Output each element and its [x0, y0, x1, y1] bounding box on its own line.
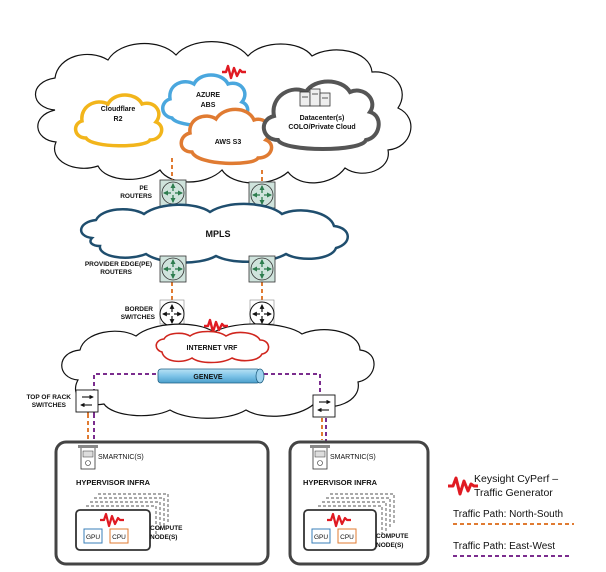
datacenter-label: Datacenter(s) — [300, 115, 345, 122]
gpu-chip-left: GPU — [83, 528, 103, 544]
azure-label: AZURE — [196, 92, 220, 99]
cpu-chip-right: CPU — [337, 528, 357, 544]
tor-switch-left — [75, 389, 99, 413]
smartnic-icon — [78, 445, 98, 470]
hypervisor-label: HYPERVISOR INFRA — [303, 478, 378, 487]
pe-router-right — [248, 181, 276, 209]
cpu-chip-left: CPU — [109, 528, 129, 544]
internet-vrf-label: INTERNET VRF — [187, 345, 239, 352]
smartnic-icon — [310, 445, 330, 470]
cpu-label-right: CPU — [340, 534, 354, 541]
server-rack-icon — [299, 88, 331, 107]
datacenter-sub-label: COLO/Private Cloud — [288, 124, 355, 131]
pe-router-left — [159, 179, 187, 207]
azure-sub-label: ABS — [201, 102, 216, 109]
compute-rack-left: SMARTNIC(S) HYPERVISOR INFRA GPU CPU COM… — [54, 440, 270, 566]
provider-edge-label-2: ROUTERS — [100, 269, 132, 276]
compute-label-right-2: NODE(S) — [376, 542, 403, 549]
tor-switch-right — [312, 394, 336, 418]
cloudflare-cloud: Cloudflare R2 — [73, 93, 164, 148]
hypervisor-label: HYPERVISOR INFRA — [76, 478, 151, 487]
smartnic-label: SMARTNIC(S) — [98, 454, 144, 461]
aws-label: AWS S3 — [215, 139, 242, 146]
cloudflare-sub-label: R2 — [114, 116, 123, 123]
border-switch-right — [249, 299, 275, 327]
geneve-tunnel: GENEVE — [157, 368, 265, 384]
border-switch-left — [159, 299, 185, 327]
datacenter-cloud: Datacenter(s) COLO/Private Cloud — [262, 79, 381, 151]
legend-cyperf-2: Traffic Generator — [474, 487, 553, 499]
provider-edge-label-1: PROVIDER EDGE(PE) — [85, 261, 152, 268]
cpu-label-left: CPU — [112, 534, 126, 541]
keysight-legend-icon — [448, 476, 478, 496]
keysight-logo-top-icon — [222, 64, 246, 80]
provider-edge-router-right — [248, 255, 276, 283]
compute-label-left-2: NODE(S) — [150, 534, 177, 541]
cloudflare-label: Cloudflare — [101, 106, 136, 113]
gpu-chip-right: GPU — [311, 528, 331, 544]
legend-cyperf-1: Keysight CyPerf – — [474, 473, 558, 485]
mpls-label: MPLS — [205, 229, 230, 239]
mpls-cloud: MPLS — [80, 202, 349, 264]
border-switches-label-2: SWITCHES — [121, 314, 156, 321]
border-switches-label-1: BORDER — [125, 306, 153, 313]
legend: Keysight CyPerf – Traffic Generator Traf… — [448, 473, 574, 557]
gpu-label-right: GPU — [314, 534, 328, 541]
compute-rack-right: SMARTNIC(S) HYPERVISOR INFRA GPU CPU COM… — [288, 440, 430, 566]
keysight-node-right-icon — [327, 512, 351, 528]
tor-label-2: SWITCHES — [32, 402, 67, 409]
pe-routers-label-1: PE — [139, 185, 148, 192]
geneve-label: GENEVE — [193, 374, 223, 381]
provider-edge-router-left — [159, 255, 187, 283]
internet-vrf-cloud: INTERNET VRF — [155, 330, 270, 364]
pe-routers-label-2: ROUTERS — [120, 193, 152, 200]
legend-east-west: Traffic Path: East-West — [453, 541, 555, 552]
keysight-logo-internet-icon — [204, 318, 228, 334]
keysight-node-left-icon — [100, 512, 124, 528]
aws-cloud: AWS S3 — [179, 107, 274, 166]
smartnic-label: SMARTNIC(S) — [330, 454, 376, 461]
compute-label-right-1: COMPUTE — [376, 533, 409, 540]
tor-label-1: TOP OF RACK — [26, 394, 71, 401]
compute-label-left-1: COMPUTE — [150, 525, 183, 532]
legend-north-south: Traffic Path: North-South — [453, 509, 563, 520]
gpu-label-left: GPU — [86, 534, 100, 541]
